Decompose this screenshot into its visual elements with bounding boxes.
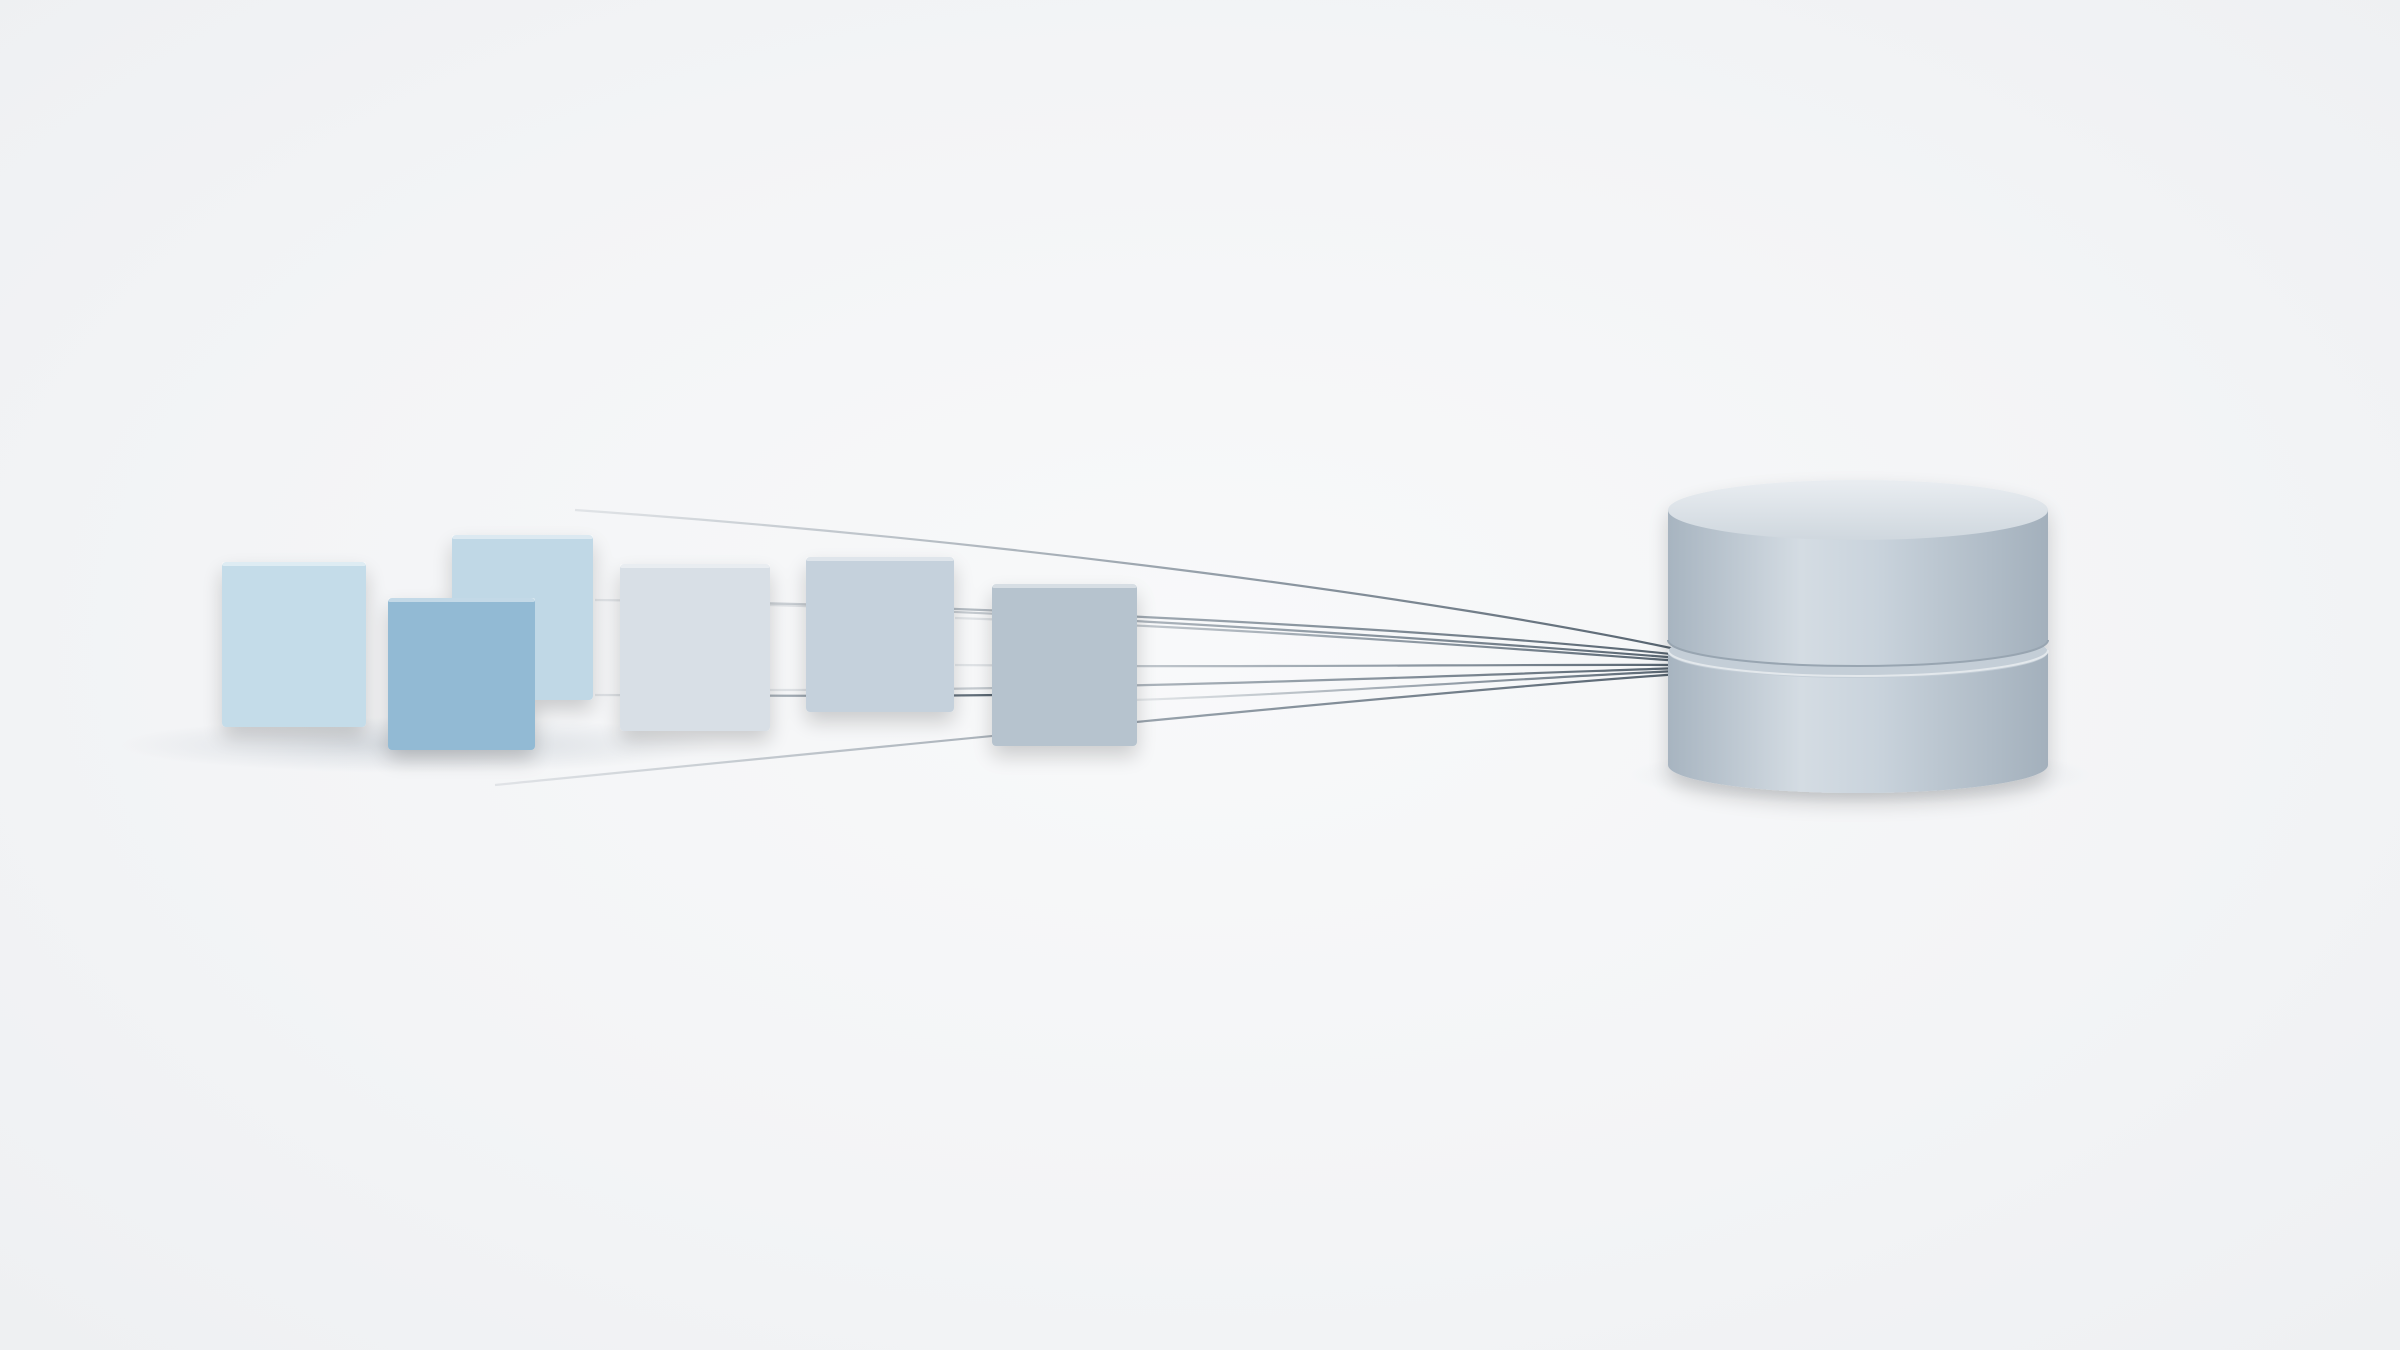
database-lower-tier — [1668, 652, 2048, 793]
block-6 — [992, 584, 1137, 746]
database-upper-tier — [1668, 510, 2048, 666]
connector-line — [1134, 669, 1681, 702]
database-top — [1668, 480, 2048, 540]
block-4 — [620, 564, 770, 731]
blocks-group — [222, 535, 1137, 750]
database-groove — [1667, 639, 2049, 667]
block-2 — [388, 598, 535, 750]
database-icon — [1667, 480, 2049, 793]
connector-line — [594, 598, 1681, 657]
connector-line — [574, 508, 1681, 652]
block-1 — [222, 562, 366, 727]
connector-line — [494, 672, 1681, 787]
database-groove-highlight — [1667, 649, 2049, 677]
block-5 — [806, 557, 954, 712]
block-highlights — [222, 535, 1137, 602]
